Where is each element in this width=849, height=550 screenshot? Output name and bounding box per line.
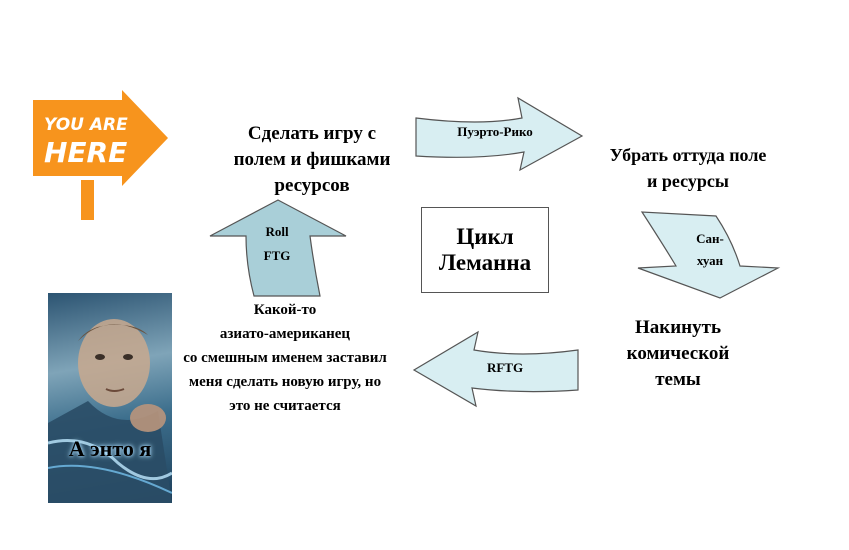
arrow-bottom-label: RFTG [486, 360, 524, 375]
step-remove-board-line: и ресурсы [647, 171, 729, 191]
cycle-title-box: Цикл Леманна [421, 207, 549, 293]
step-note-line: меня сделать новую игру, но [188, 374, 382, 390]
step-make-game-line: полем и фишками [233, 149, 391, 170]
step-note-line: азиато-американец [219, 326, 351, 342]
arrow-bottom-shape [412, 330, 579, 408]
portrait-art [48, 319, 172, 503]
sign-line2: HERE [44, 136, 127, 169]
arrow-left-label-line: FTG [263, 248, 291, 263]
arrow-right-label-line: хуан [696, 253, 724, 268]
arrow-top [415, 96, 584, 172]
you-are-here-sign: YOU ARE HERE [33, 90, 168, 220]
step-add-theme: Накинуть комической темы [598, 315, 758, 393]
arrow-right-label-line: Сан- [696, 231, 724, 246]
step-remove-board-line: Убрать оттуда поле [609, 145, 767, 165]
sign-post [81, 180, 94, 220]
sign-board [33, 90, 168, 186]
arrow-top-shape [415, 96, 584, 172]
step-make-game: Сделать игру с полем и фишками ресурсов [212, 121, 412, 199]
cycle-title-line1: Цикл [456, 224, 514, 249]
arrow-left [209, 199, 347, 297]
arrow-right-shape [637, 211, 781, 299]
arrow-top-label: Пуэрто-Рико [457, 124, 533, 139]
sign-line1: YOU ARE [44, 115, 128, 135]
arrow-left-label: Roll FTG [252, 220, 302, 268]
step-remove-board: Убрать оттуда поле и ресурсы [588, 142, 788, 194]
step-add-theme-line: темы [655, 369, 701, 390]
step-make-game-line: ресурсов [274, 175, 350, 196]
portrait-caption: А энто я [68, 436, 152, 461]
arrow-right [637, 211, 781, 299]
arrow-right-label: Сан- хуан [680, 228, 740, 272]
cycle-title-line2: Леманна [438, 250, 532, 275]
step-note-line: Какой-то [253, 302, 317, 318]
arrow-left-label-line: Roll [265, 224, 289, 239]
step-asian-american: Какой-то азиато-американец со смешным им… [165, 298, 405, 418]
step-note-line: это не считается [229, 398, 341, 414]
arrow-left-shape [209, 199, 347, 297]
step-make-game-line: Сделать игру с [247, 123, 377, 144]
portrait-image: А энто я [48, 293, 172, 503]
step-add-theme-line: Накинуть [634, 317, 721, 338]
step-add-theme-line: комической [626, 343, 730, 364]
step-note-line: со смешным именем заставил [183, 350, 387, 366]
arrow-bottom [412, 330, 579, 408]
